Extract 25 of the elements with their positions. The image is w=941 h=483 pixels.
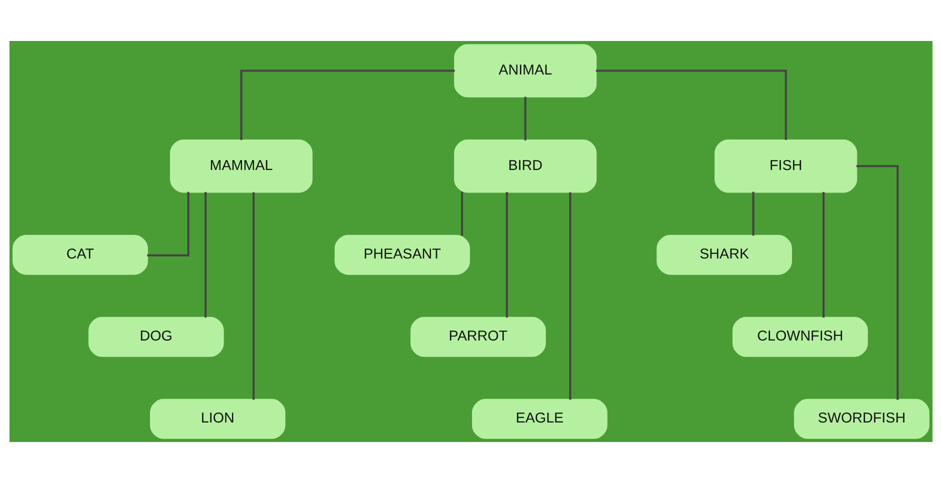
connector: [595, 70, 786, 140]
node-box: PHEASANT: [334, 234, 470, 275]
connector: [252, 192, 254, 400]
node-box: CLOWNFISH: [732, 316, 868, 357]
connector: [752, 192, 754, 236]
node-box: ANIMAL: [454, 44, 596, 98]
node-box: SWORDFISH: [794, 398, 929, 439]
node-box: FISH: [714, 139, 857, 193]
connector: [568, 192, 571, 400]
connector: [856, 165, 898, 400]
node-box: CAT: [12, 234, 148, 275]
node-box: BIRD: [454, 139, 596, 193]
node-box: MAMMAL: [170, 139, 312, 193]
connector: [822, 192, 824, 318]
connector: [146, 192, 189, 256]
node-box: EAGLE: [472, 398, 607, 439]
connector: [460, 192, 463, 236]
connector: [524, 96, 526, 140]
node-box: LION: [150, 398, 285, 439]
node-box: DOG: [88, 316, 224, 357]
node-box: PARROT: [410, 316, 546, 357]
connector: [240, 70, 454, 140]
connector: [204, 192, 206, 318]
connector: [505, 192, 508, 318]
node-box: SHARK: [656, 234, 792, 275]
